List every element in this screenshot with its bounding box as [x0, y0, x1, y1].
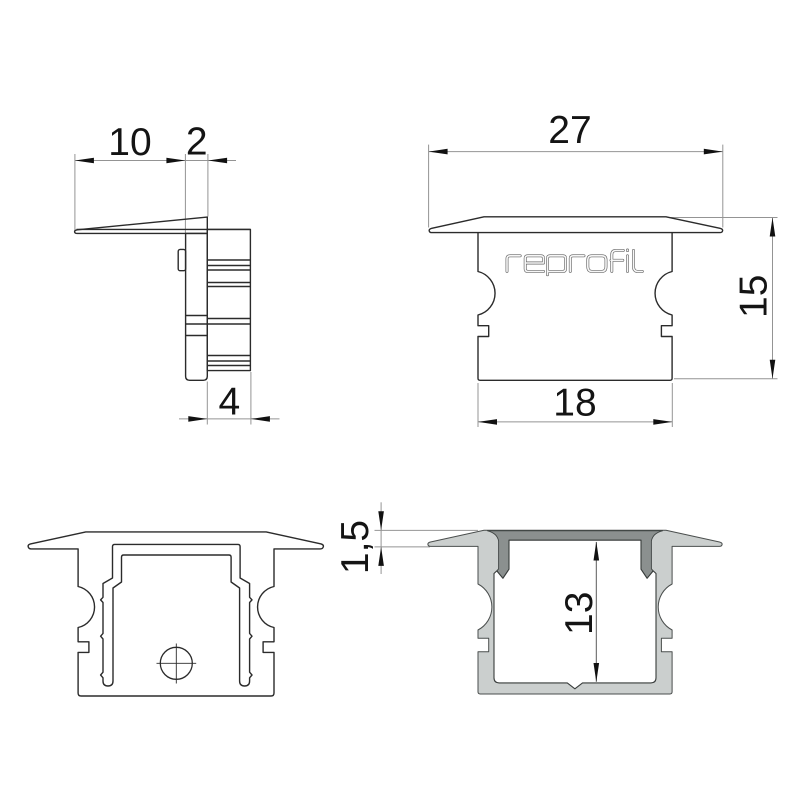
svg-text:2: 2	[186, 121, 208, 164]
svg-text:1,5: 1,5	[334, 520, 377, 574]
svg-text:18: 18	[553, 381, 596, 424]
svg-text:27: 27	[548, 109, 591, 152]
svg-text:10: 10	[108, 121, 151, 164]
svg-text:15: 15	[732, 275, 775, 318]
svg-text:4: 4	[218, 381, 240, 424]
svg-text:13: 13	[558, 592, 601, 635]
